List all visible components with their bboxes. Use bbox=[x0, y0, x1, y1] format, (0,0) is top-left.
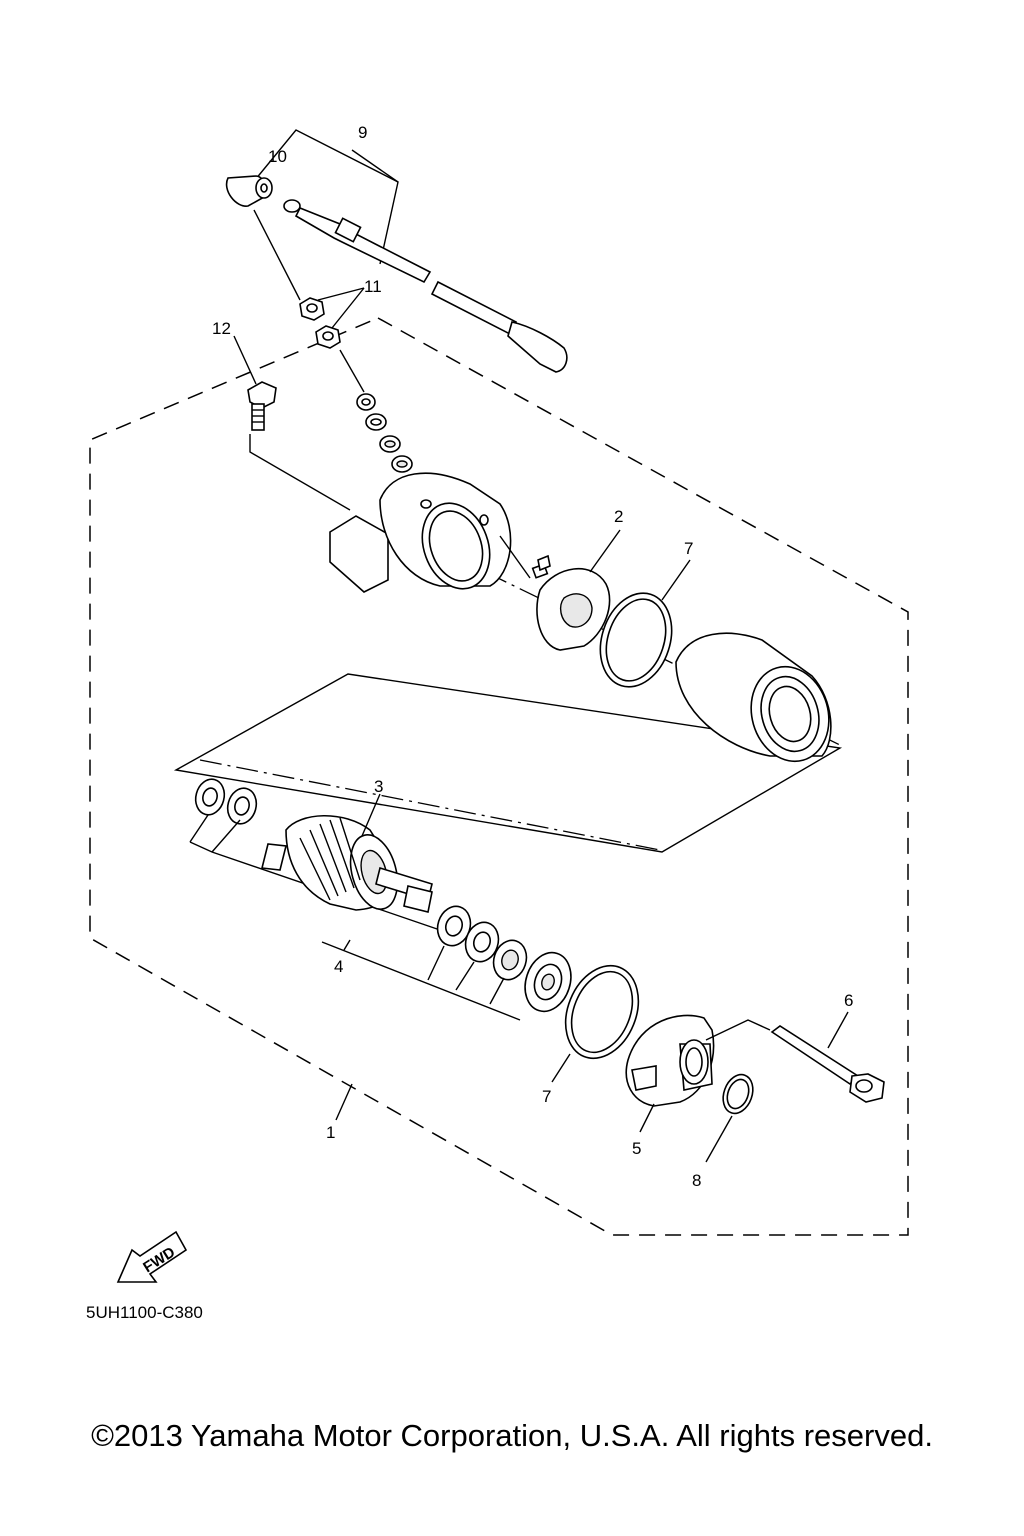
leader-4 bbox=[343, 939, 351, 951]
rear-cover-axis bbox=[705, 1019, 771, 1041]
armature-bracket-outline bbox=[173, 673, 843, 853]
callout-8: 8 bbox=[692, 1171, 701, 1190]
bolt-12-axis bbox=[249, 434, 351, 511]
copyright-notice: ©2013 Yamaha Motor Corporation, U.S.A. A… bbox=[91, 1418, 933, 1453]
bolt-12 bbox=[247, 381, 277, 431]
leader-12 bbox=[233, 335, 257, 385]
leader-7-lower bbox=[551, 1053, 571, 1083]
front-cover-axis bbox=[499, 535, 531, 579]
starter-lead-wire bbox=[225, 129, 568, 373]
brush-holder bbox=[531, 554, 611, 651]
diagram-code: 5UH1100-C380 bbox=[86, 1303, 203, 1322]
armature-washers-left bbox=[194, 778, 258, 825]
armature bbox=[261, 814, 433, 913]
o-ring-7-lower bbox=[564, 964, 640, 1060]
leader-11b bbox=[331, 287, 365, 329]
callout-12: 12 bbox=[212, 319, 231, 338]
leader-2 bbox=[589, 529, 621, 573]
callout-3: 3 bbox=[374, 777, 383, 796]
leader-3 bbox=[361, 793, 381, 837]
callout-6: 6 bbox=[844, 991, 853, 1010]
rear-cover bbox=[625, 1014, 715, 1107]
callout-4: 4 bbox=[334, 957, 343, 976]
callout-2: 2 bbox=[614, 507, 623, 526]
callout-1: 1 bbox=[326, 1123, 335, 1142]
bearing bbox=[524, 951, 572, 1013]
through-bolt bbox=[770, 1025, 885, 1103]
o-ring-8 bbox=[722, 1073, 754, 1115]
o-ring-7-upper bbox=[599, 592, 673, 688]
nut-11a bbox=[299, 297, 325, 321]
leader-5 bbox=[639, 1103, 655, 1133]
leader-11a bbox=[317, 287, 365, 301]
washer-stack-axis bbox=[339, 349, 365, 393]
callout-11: 11 bbox=[364, 277, 382, 296]
armature-washers-right bbox=[436, 905, 528, 981]
callout-7-upper: 7 bbox=[684, 539, 693, 558]
callout-9: 9 bbox=[358, 123, 367, 142]
fwd-arrow-icon: FWD bbox=[116, 1230, 188, 1283]
nut-11b bbox=[315, 325, 341, 349]
assembly-outline bbox=[89, 317, 909, 1236]
leader-8 bbox=[705, 1115, 733, 1163]
front-cover bbox=[329, 472, 512, 593]
washer-bracket-right bbox=[321, 941, 521, 1021]
leader-7-upper bbox=[661, 559, 691, 601]
callout-5: 5 bbox=[632, 1139, 641, 1158]
leader-6 bbox=[827, 1011, 849, 1049]
axis-line-lower bbox=[199, 759, 661, 851]
leader-10 bbox=[253, 209, 301, 301]
leader-1 bbox=[335, 1083, 353, 1121]
yoke bbox=[675, 632, 832, 763]
callout-10: 10 bbox=[268, 147, 287, 166]
terminal-washers bbox=[356, 393, 413, 473]
callout-7-lower: 7 bbox=[542, 1087, 551, 1106]
